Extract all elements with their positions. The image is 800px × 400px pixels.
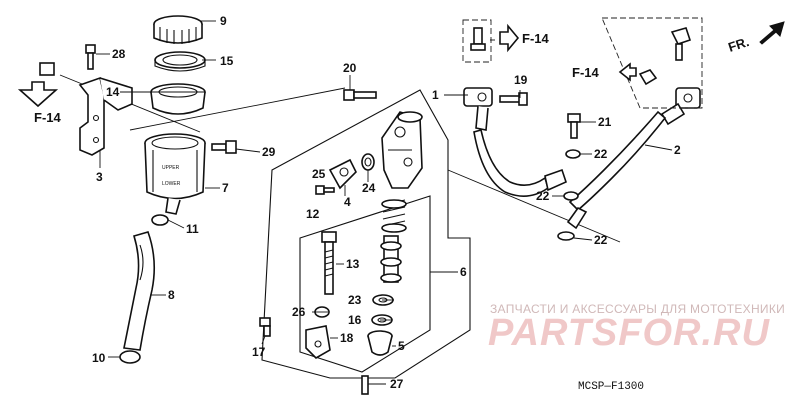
callout-25: 25 [312, 167, 326, 181]
leader-lines [96, 20, 673, 385]
callout-22-lower: 22 [594, 233, 608, 247]
callout-28: 28 [112, 47, 126, 61]
callout-13: 13 [346, 257, 360, 271]
arrow-fr [759, 21, 785, 45]
lower-brake-hose [566, 87, 701, 230]
callout-19: 19 [514, 73, 528, 87]
clip [39, 62, 55, 76]
callout-27: 27 [390, 377, 404, 391]
master-cylinder-body [381, 111, 423, 189]
joint-18 [305, 325, 331, 359]
ref-f14-right: F-14 [572, 65, 600, 80]
bolt-21 [567, 113, 581, 139]
callout-18: 18 [340, 331, 354, 345]
callout-22-middle: 22 [536, 189, 550, 203]
callout-24: 24 [362, 181, 376, 195]
ref-f14-left: F-14 [34, 110, 62, 125]
reservoir-assembly-leader [129, 87, 346, 131]
callout-15: 15 [220, 54, 234, 68]
arrow-f14-right [618, 62, 637, 82]
callout-4: 4 [344, 195, 351, 209]
bolt-28 [85, 44, 96, 70]
push-rod [321, 231, 337, 295]
callout-16: 16 [348, 313, 362, 327]
reservoir-upper-mark: UPPER [162, 165, 180, 171]
piston [380, 235, 402, 283]
diaphragm [150, 83, 206, 115]
reservoir-lower-mark: LOWER [162, 181, 181, 187]
hose-clip-lower [119, 350, 141, 364]
callout-17: 17 [252, 345, 266, 359]
callout-22-upper: 22 [594, 147, 608, 161]
hose-clip-upper [151, 214, 169, 226]
callout-5: 5 [398, 339, 405, 353]
callout-23: 23 [348, 293, 362, 307]
callout-10: 10 [92, 351, 106, 365]
o-ring-24 [361, 153, 375, 171]
washer-22b [563, 191, 579, 201]
callout-21: 21 [598, 115, 612, 129]
bolt-17 [259, 317, 271, 337]
hose-joint-4 [328, 158, 357, 190]
screw-25 [315, 185, 335, 195]
callout-3: 3 [96, 170, 103, 184]
callout-29: 29 [262, 145, 276, 159]
callout-7: 7 [222, 181, 229, 195]
callout-11: 11 [186, 222, 199, 236]
reservoir: UPPER LOWER [144, 133, 206, 215]
callout-20: 20 [343, 61, 357, 75]
ref-f14-top: F-14 [522, 31, 550, 46]
boot-5 [367, 330, 393, 356]
arrow-f14-top [499, 23, 520, 53]
reservoir-bracket [39, 62, 133, 156]
callout-8: 8 [168, 288, 175, 302]
diaphragm-plate [154, 51, 206, 72]
hose-assembly-leader [447, 169, 621, 243]
ref-box-top [462, 19, 492, 63]
callout-12: 12 [306, 207, 320, 221]
bolt-29 [211, 140, 237, 154]
upper-brake-hose [463, 87, 567, 197]
reservoir-cap [153, 15, 203, 44]
diagram-code: MCSP—F1300 [578, 381, 645, 393]
piston-kit-outline [299, 195, 431, 373]
callout-14: 14 [106, 85, 120, 99]
fitting-f14-right [670, 27, 692, 61]
pin-27 [361, 375, 369, 395]
arrow-f14-left [17, 81, 59, 108]
bolt-20 [343, 89, 377, 101]
washer-22a [565, 149, 581, 159]
callout-26: 26 [292, 305, 306, 319]
washer-22c [557, 231, 575, 241]
watermark-tagline: ЗАПЧАСТИ И АКСЕССУАРЫ ДЛЯ МОТОТЕХНИКИ [490, 302, 786, 316]
callout-2: 2 [674, 143, 681, 157]
spring [381, 199, 407, 233]
fitting-f14-top [470, 27, 486, 51]
nut-f14 [638, 69, 658, 86]
reservoir-hose [123, 231, 156, 351]
callout-9: 9 [220, 14, 227, 28]
callout-1: 1 [432, 88, 439, 102]
ref-front: FR. [726, 34, 751, 55]
banjo-bolt-19 [499, 92, 528, 106]
callout-6: 6 [460, 265, 467, 279]
watermark-logo: PARTSFOR.RU [488, 312, 770, 354]
master-cylinder-outline [261, 89, 471, 379]
